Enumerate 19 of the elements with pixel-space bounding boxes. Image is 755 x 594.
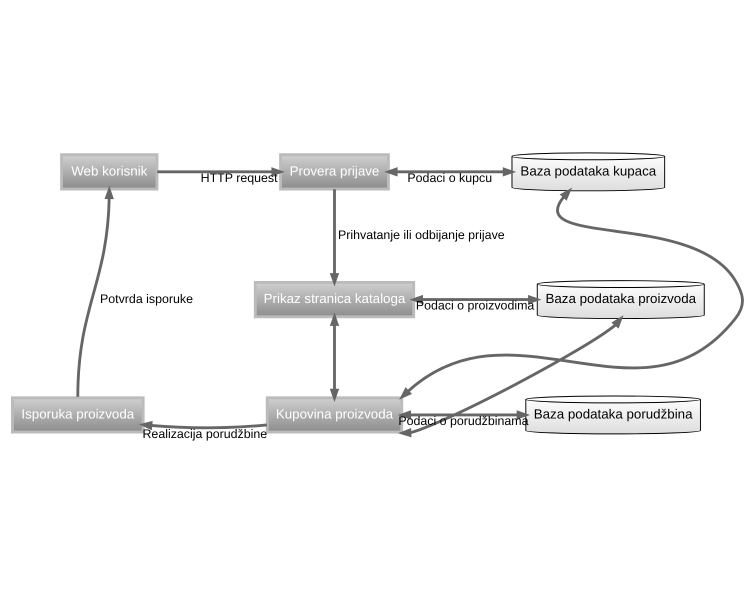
- arrow: [138, 420, 267, 430]
- edge-label: HTTP request: [200, 170, 278, 185]
- edge-label: Potvrda isporuke: [100, 292, 193, 306]
- arrow: [398, 315, 624, 438]
- edge-label: Podaci o kupcu: [407, 170, 492, 185]
- node-box: Web korisnik: [60, 153, 158, 190]
- edge-label: Prihvatanje ili odbijanje prijave: [338, 228, 505, 242]
- node-box: Provera prijave: [279, 153, 390, 190]
- node-box: Isporuka proizvoda: [11, 396, 145, 434]
- arrow: [330, 189, 340, 287]
- node-box: Prikaz stranica kataloga: [254, 281, 416, 318]
- arrow: [330, 312, 340, 402]
- arrow: [410, 294, 542, 304]
- arrow: [399, 188, 744, 400]
- arrow: [384, 167, 516, 177]
- arrow: [76, 186, 114, 397]
- edge-label: Podaci o proizvodima: [416, 298, 534, 313]
- arrow: [157, 167, 285, 177]
- edge-label: Realizacija porudžbine: [142, 426, 268, 441]
